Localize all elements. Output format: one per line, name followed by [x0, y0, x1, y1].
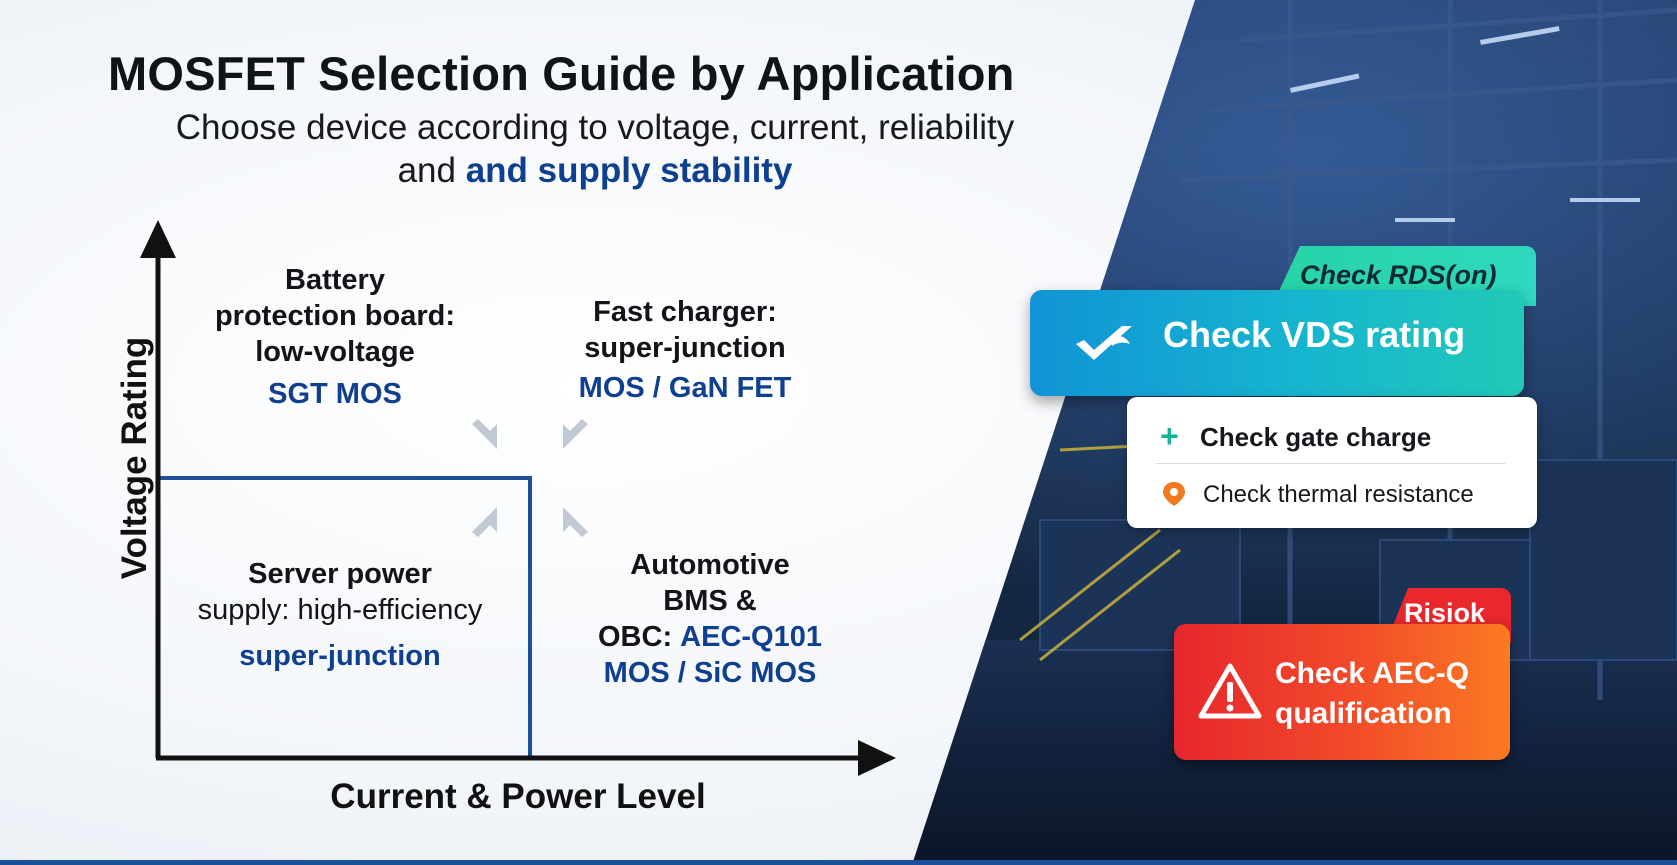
quadrant-br-line3-standard: AEC-Q101: [680, 621, 822, 653]
quadrant-bl-line2: supply: high-efficiency: [197, 594, 483, 626]
arrow-hint-bl: [472, 507, 497, 537]
y-axis-arrowhead: [140, 220, 176, 258]
plus-icon: +: [1160, 418, 1179, 454]
subtitle: Choose device according to voltage, curr…: [90, 106, 1100, 192]
quadrant-br-device: MOS / SiC MOS: [603, 657, 817, 689]
quadrant-bottom-left: Server power supply: high-efficiency sup…: [150, 556, 530, 674]
quadrant-tr-line1: Fast charger:: [593, 296, 777, 328]
x-axis-label: Current & Power Level: [330, 777, 706, 816]
y-axis-label: Voltage Rating: [115, 336, 154, 580]
warning-icon: [1198, 663, 1262, 719]
quadrant-tr-line2: super-junction: [584, 332, 786, 364]
bottom-accent-bar: [0, 860, 1677, 865]
subtitle-line2-highlight: and supply stability: [465, 151, 793, 190]
quadrant-tl-line1: Battery: [285, 264, 385, 296]
arrow-hint-tr: [563, 419, 588, 449]
subtitle-line2-prefix: and: [397, 151, 456, 190]
x-axis-arrowhead: [858, 740, 896, 776]
arrow-hint-br: [563, 507, 588, 537]
checkmark-icon: [1076, 326, 1132, 360]
quadrant-tr-device: MOS / GaN FET: [578, 372, 792, 404]
quadrant-bottom-right: Automotive BMS & OBC: AEC-Q101 MOS / SiC…: [570, 547, 850, 691]
risk-tab-label: Risiok: [1404, 598, 1486, 628]
subtitle-line1: Choose device according to voltage, curr…: [175, 108, 1015, 147]
location-pin-icon: [1163, 482, 1185, 506]
quadrant-br-line1: Automotive: [630, 549, 790, 581]
quadrant-tl-device: SGT MOS: [268, 378, 402, 410]
page-title: MOSFET Selection Guide by Application: [108, 47, 1015, 100]
quadrant-br-line2: BMS &: [663, 585, 757, 617]
gate-charge-label: Check gate charge: [1200, 422, 1432, 452]
checklist-card: [1127, 397, 1537, 528]
quadrant-top-left: Battery protection board: low-voltage SG…: [170, 262, 500, 412]
quadrant-tl-line3: low-voltage: [255, 336, 415, 368]
aec-card-label: Check AEC-Q qualification: [1275, 657, 1469, 730]
arrow-hint-tl: [472, 419, 497, 449]
quadrant-bl-line1: Server power: [248, 558, 432, 590]
thermal-resistance-label: Check thermal resistance: [1203, 481, 1474, 508]
quadrant-top-right: Fast charger: super-junction MOS / GaN F…: [555, 294, 815, 406]
vds-card-label: Check VDS rating: [1163, 314, 1466, 355]
quadrant-br-line3-prefix: OBC:: [598, 621, 673, 653]
quadrant-tl-line2: protection board:: [214, 300, 456, 332]
checklist-divider: [1156, 463, 1506, 464]
rds-tab-label: Check RDS(on): [1300, 260, 1497, 290]
quadrant-bl-device: super-junction: [239, 640, 441, 672]
